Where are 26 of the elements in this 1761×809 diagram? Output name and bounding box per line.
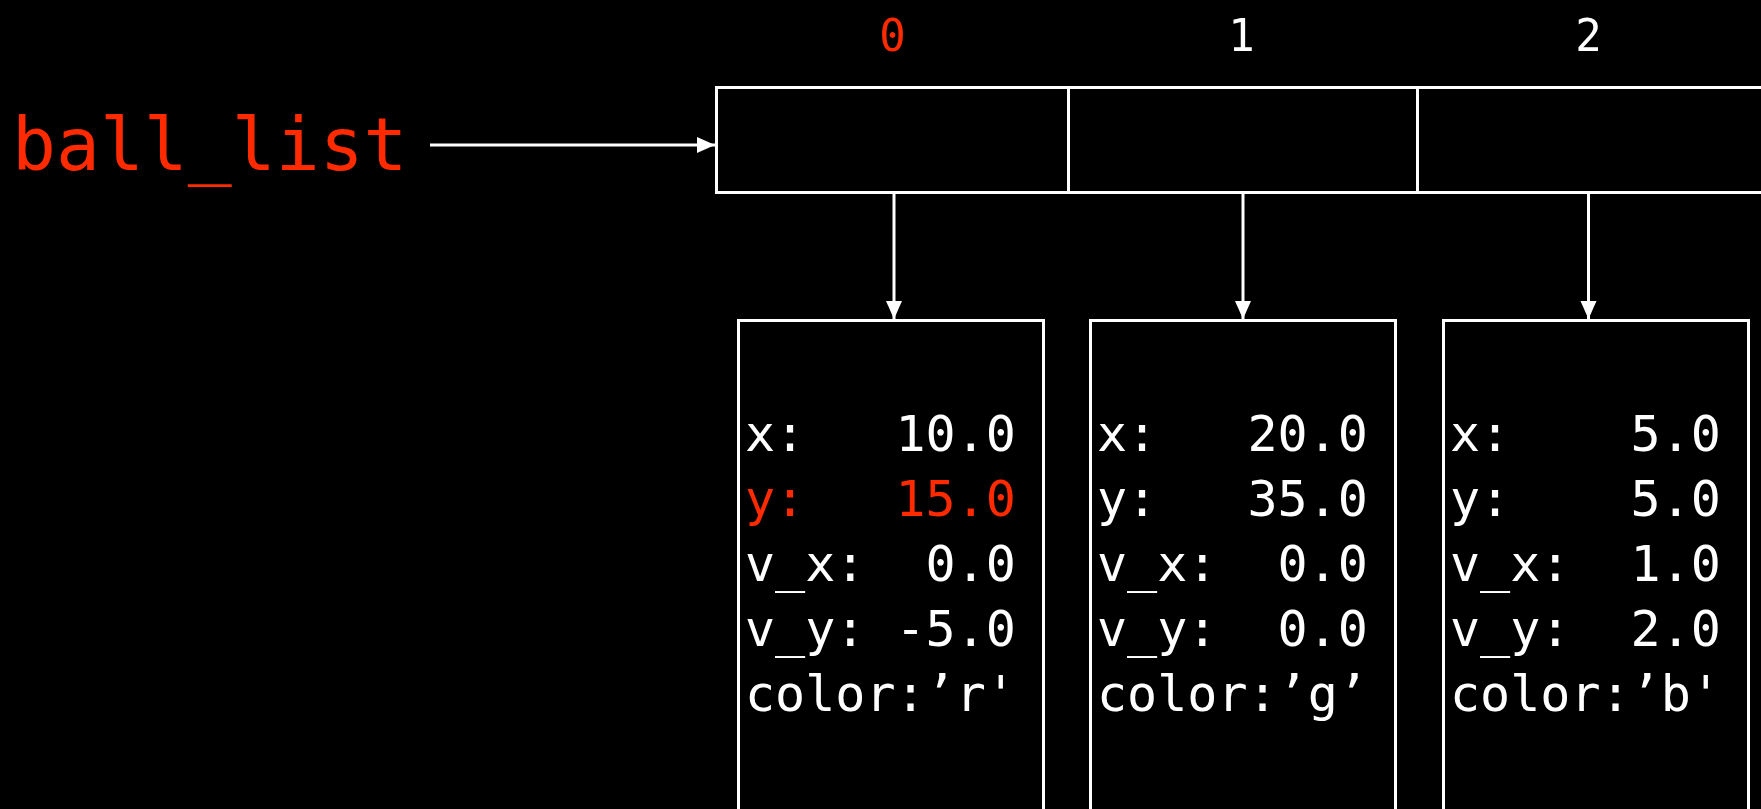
index-label: 0 <box>878 14 907 58</box>
attribute-line: v_y: 0.0 <box>1097 599 1368 660</box>
index-label: 2 <box>1574 14 1603 58</box>
arrow <box>1235 194 1251 319</box>
attribute-line: x: 5.0 <box>1450 404 1721 465</box>
attribute-line: v_x: 1.0 <box>1450 534 1721 595</box>
attribute-line: y: 15.0 <box>745 469 1016 530</box>
attribute-line: y: 5.0 <box>1450 469 1721 530</box>
object-box <box>1089 319 1397 809</box>
attribute-line: v_y: 2.0 <box>1450 599 1721 660</box>
attribute-line: v_y: -5.0 <box>745 599 1016 660</box>
attribute-line: color:’r' <box>745 664 1016 725</box>
attribute-line: x: 20.0 <box>1097 404 1368 465</box>
attribute-line: x: 10.0 <box>745 404 1016 465</box>
object-box <box>737 319 1045 809</box>
attribute-line: color:’b' <box>1450 664 1721 725</box>
attribute-line: v_x: 0.0 <box>1097 534 1368 595</box>
arrow <box>1580 194 1597 319</box>
variable-name: ball_list <box>12 101 409 189</box>
object-box <box>1442 319 1750 809</box>
attribute-line: v_x: 0.0 <box>745 534 1016 595</box>
arrow <box>886 194 902 319</box>
index-label: 1 <box>1227 14 1256 58</box>
arrow <box>430 137 715 153</box>
attribute-line: y: 35.0 <box>1097 469 1368 530</box>
attribute-line: color:’g’ <box>1097 664 1368 725</box>
